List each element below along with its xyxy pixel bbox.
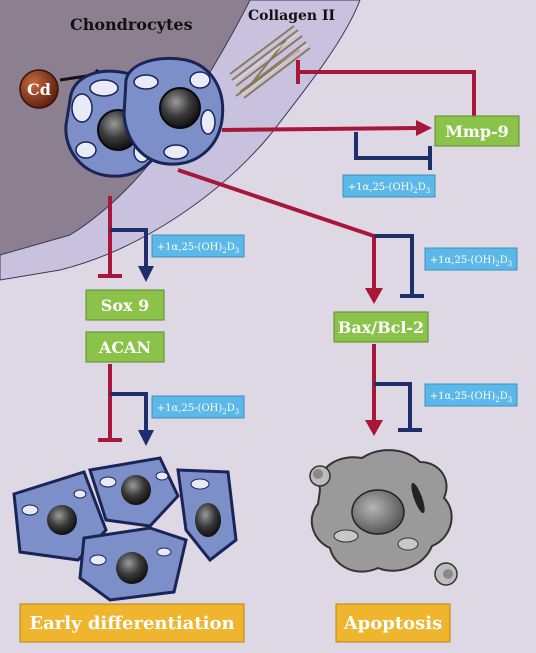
apoptosis-box — [335, 603, 451, 643]
svg-text:+1α,25-(OH)2D3: +1α,25-(OH)2D3 — [348, 182, 430, 195]
vitamin-d-badge-differentiation: +1α,25-(OH)2D3 — [151, 395, 245, 419]
sox9-label: Sox 9 — [101, 296, 149, 315]
mmp9-label: Mmp-9 — [445, 122, 509, 141]
mmp9-box — [434, 115, 520, 147]
early-differentiation-box — [19, 603, 245, 643]
early-differentiation-label: Early differentiation — [29, 613, 234, 634]
differentiated-cells-icon — [12, 456, 238, 602]
vitd-inhibits-apoptosis — [374, 382, 412, 430]
sox9-box — [85, 289, 165, 321]
bax-bcl2-label: Bax/Bcl-2 — [338, 318, 424, 337]
cadmium-ion-icon: Cd — [19, 69, 59, 109]
svg-text:+1α,25-(OH)2D3: +1α,25-(OH)2D3 — [430, 255, 512, 268]
vitd-promotes-differentiation — [110, 392, 148, 432]
svg-text:+1α,25-(OH)2D3: +1α,25-(OH)2D3 — [157, 242, 239, 255]
vitd-promotes-sox9 — [110, 228, 148, 268]
apoptotic-cell-icon — [309, 449, 458, 586]
svg-text:+1α,25-(OH)2D3: +1α,25-(OH)2D3 — [157, 403, 239, 416]
acan-box — [85, 331, 165, 363]
chondrocyte-cell-right-icon — [122, 56, 225, 166]
vitd-inhibits-mmp9 — [354, 132, 430, 160]
apoptosis-label: Apoptosis — [343, 613, 443, 634]
vitamin-d-badge-apoptosis: +1α,25-(OH)2D3 — [424, 383, 518, 407]
cells-to-mmp9-arrow — [221, 126, 421, 132]
acan-label: ACAN — [98, 338, 151, 357]
vitamin-d-badge-mmp9: +1α,25-(OH)2D3 — [342, 174, 436, 198]
bax-bcl2-box — [333, 311, 429, 343]
chondrocytes-title: Chondrocytes — [70, 15, 193, 34]
vitamin-d-badge-bax: +1α,25-(OH)2D3 — [424, 247, 518, 271]
cadmium-label: Cd — [27, 80, 51, 99]
vitd-inhibits-bax — [374, 234, 414, 296]
collagen-title: Collagen II — [248, 8, 335, 24]
svg-text:+1α,25-(OH)2D3: +1α,25-(OH)2D3 — [430, 391, 512, 404]
mmp9-to-collagen-inhibition — [298, 70, 476, 118]
vitamin-d-badge-sox9: +1α,25-(OH)2D3 — [151, 234, 245, 258]
